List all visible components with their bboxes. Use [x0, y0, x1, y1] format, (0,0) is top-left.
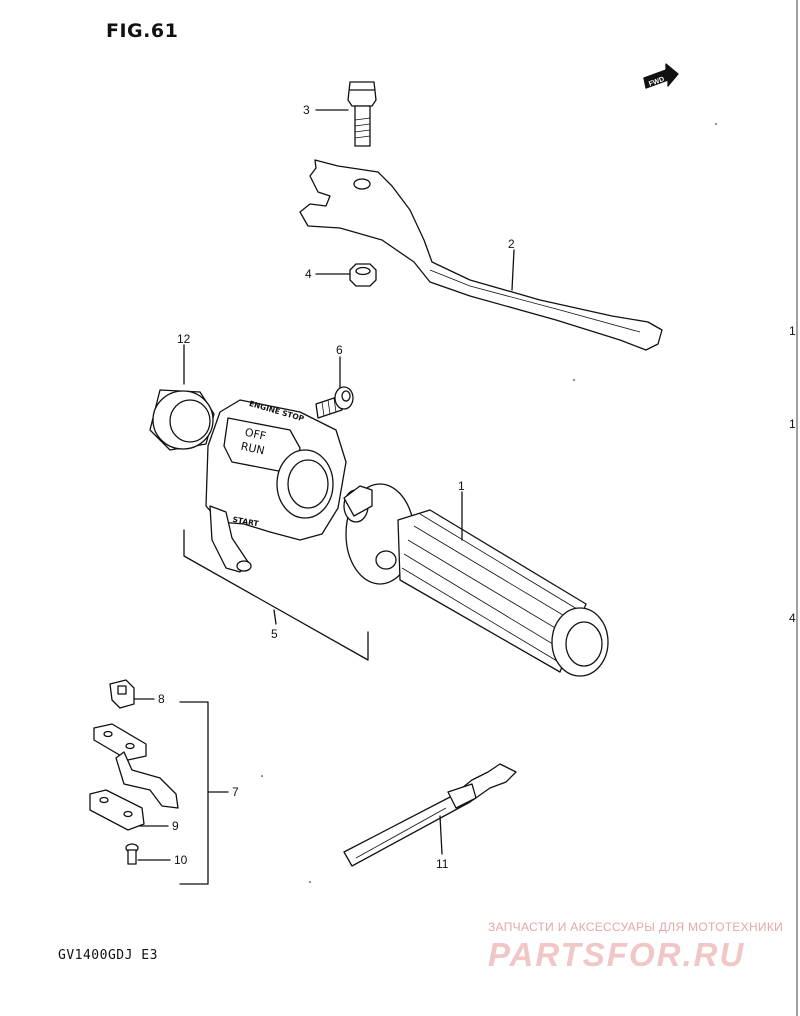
clip-part-8: [109, 679, 135, 709]
speck: [261, 775, 263, 777]
watermark-brand: PARTSFOR.RU: [488, 936, 746, 973]
nut-part-4: [349, 263, 377, 287]
bracket-part-7: [179, 701, 209, 885]
grip-part-1: [343, 483, 609, 677]
bolt-part-3: [347, 81, 377, 147]
screw-part-6: [315, 386, 354, 419]
leader-5: [273, 609, 277, 625]
model-code: GV1400GDJ E3: [58, 948, 158, 963]
callout-1: 1: [458, 479, 465, 493]
switch-housing-part-5: ENGINE STOP OFF RUN START: [205, 399, 347, 573]
callout-11: 11: [436, 857, 449, 871]
callout-3: 3: [303, 103, 310, 117]
bracket-part-5: [183, 529, 369, 661]
edge-fragment-2: 1: [789, 417, 796, 431]
off-label: OFF: [244, 426, 268, 443]
callout-7: 7: [232, 785, 239, 799]
leader-2: [511, 249, 515, 291]
figure-title: FIG.61: [106, 20, 179, 42]
callout-8: 8: [158, 692, 165, 706]
callout-4: 4: [305, 267, 312, 281]
run-label: RUN: [240, 440, 266, 458]
small-screw-part-10: [125, 843, 139, 865]
callout-9: 9: [172, 819, 179, 833]
callout-6: 6: [336, 343, 343, 357]
callout-5: 5: [271, 627, 278, 641]
lever-part-2: [299, 159, 663, 351]
cable-tie-part-11: [343, 763, 517, 867]
edge-fragment-1: 1: [789, 324, 796, 338]
speck: [573, 379, 575, 381]
watermark-tagline: ЗАПЧАСТИ И АКСЕССУАРЫ ДЛЯ МОТОТЕХНИКИ: [488, 920, 784, 934]
callout-10: 10: [174, 853, 188, 867]
spacer-ring-part-12: [149, 389, 215, 451]
callout-2: 2: [508, 237, 515, 251]
edge-fragment-3: 4: [789, 611, 796, 625]
speck: [715, 123, 717, 125]
clamp-part-9: [89, 723, 179, 831]
speck: [309, 881, 311, 883]
leader-11: [439, 815, 443, 855]
callout-12: 12: [177, 332, 191, 346]
fwd-arrow-icon: FWD: [643, 63, 679, 89]
